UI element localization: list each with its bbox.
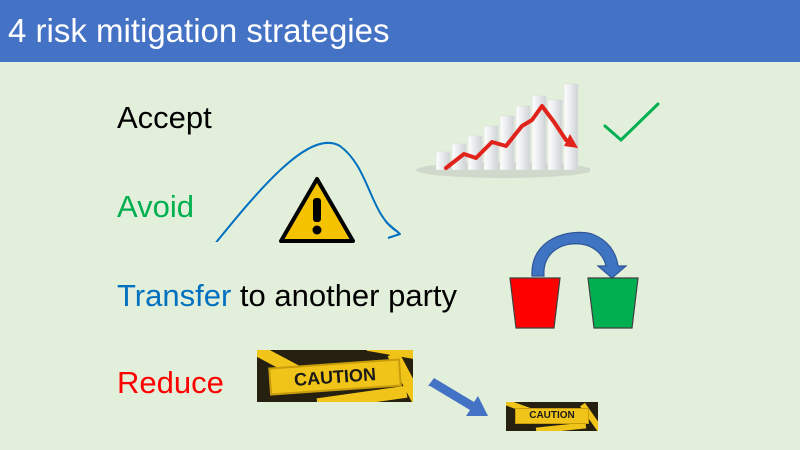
- strategy-accept: Accept: [117, 100, 212, 136]
- strategy-avoid: Avoid: [117, 189, 194, 225]
- checkmark-icon: [603, 102, 660, 143]
- warning-triangle-icon: [279, 177, 355, 243]
- caution-tape-small-icon: CAUTION: [506, 402, 598, 431]
- caution-small-text: CAUTION: [516, 409, 588, 423]
- curved-transfer-arrow-icon: [531, 231, 628, 279]
- red-bucket-icon: [509, 277, 561, 329]
- transfer-buckets: [509, 231, 639, 329]
- strategy-reduce: Reduce: [117, 365, 224, 401]
- down-arrow-icon: [428, 378, 488, 416]
- title-bar: 4 risk mitigation strategies: [0, 0, 800, 62]
- transfer-label: Transfer: [117, 278, 232, 313]
- reduce-label: Reduce: [117, 365, 224, 400]
- accept-label: Accept: [117, 100, 212, 135]
- bar-chart-decline-icon: [416, 83, 590, 178]
- curved-arrow-icon: [215, 141, 401, 242]
- avoid-label: Avoid: [117, 189, 194, 224]
- transfer-suffix: to another party: [231, 278, 458, 313]
- green-bucket-icon: [587, 277, 639, 329]
- strategy-transfer: Transfer to another party: [117, 278, 457, 314]
- slide-title: 4 risk mitigation strategies: [8, 12, 390, 49]
- caution-tape-large-icon: CAUTION: [257, 350, 413, 402]
